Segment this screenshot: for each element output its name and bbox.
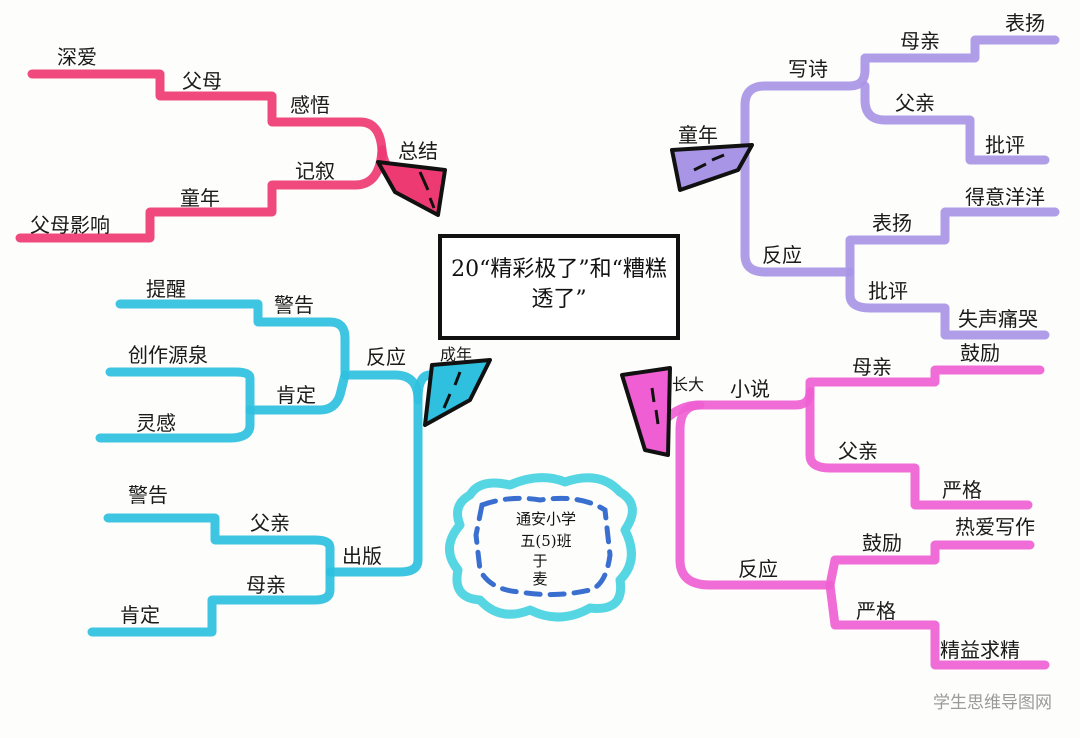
pink-reaction-label: 反应 xyxy=(738,557,778,581)
central-title-line-2: 透了” xyxy=(531,287,586,312)
author-class: 五(5)班 xyxy=(520,532,571,550)
red-narrate-label: 记叙 xyxy=(295,159,335,183)
purple-father-label: 父亲 xyxy=(895,91,935,115)
red-summary-label: 感悟 xyxy=(290,93,330,117)
blue-warning-child: 提醒 xyxy=(146,277,186,301)
purple-branch-line xyxy=(740,35,1060,153)
author-name-1: 于 xyxy=(532,552,547,570)
red-hub-flag-dashes xyxy=(418,171,436,209)
purple-father-reaction: 批评 xyxy=(985,133,1025,157)
pink-father-label: 父亲 xyxy=(838,439,878,463)
blue-father-child: 警告 xyxy=(128,483,168,507)
author-cloud-dashed-outline xyxy=(473,495,613,598)
blue-affirm-child-2: 灵感 xyxy=(136,411,176,435)
blue-hub-label: 成年 xyxy=(440,345,472,364)
blue-hub-flag xyxy=(423,358,492,427)
purple-branch-line xyxy=(845,267,1050,340)
red-summary-child-2: 父母 xyxy=(182,69,222,93)
central-topic-box xyxy=(438,234,680,340)
pink-branch-line xyxy=(805,387,1033,510)
author-cloud: 通安小学 五(5)班 于 麦 xyxy=(445,473,637,622)
blue-affirm-label: 肯定 xyxy=(276,383,316,407)
blue-branch-line xyxy=(325,370,435,577)
purple-hub-flag-dashes xyxy=(693,153,725,172)
purple-mother-label: 母亲 xyxy=(900,29,940,53)
purple-hub-label: 童年 xyxy=(678,123,718,147)
blue-mother-child: 肯定 xyxy=(120,603,160,627)
blue-affirm-child-1: 创作源泉 xyxy=(128,343,208,367)
central-title-line-1: 20“精彩极了”和“糟糕 xyxy=(451,257,667,282)
pink-encourage-result: 热爱写作 xyxy=(955,515,1035,539)
pink-encourage-label: 鼓励 xyxy=(862,531,902,555)
pink-novel-label: 小说 xyxy=(730,377,770,401)
pink-hub-flag xyxy=(620,366,672,457)
pink-branch: 长大 小说 母亲 鼓励 父亲 严格 反应 鼓励 热爱写作 严格 精益求精 xyxy=(620,341,1050,670)
blue-branch-line xyxy=(115,299,423,405)
pink-father-reaction: 严格 xyxy=(942,478,982,502)
red-narrate-child-2: 父母影响 xyxy=(30,213,110,237)
blue-warning-label: 警告 xyxy=(274,293,314,317)
purple-branch-line xyxy=(740,143,1060,277)
blue-branch: 成年 反应 警告 提醒 肯定 创作源泉 灵感 出版 父亲 警告 母亲 肯定 xyxy=(87,277,492,637)
red-branch: 总结 感悟 深爱 父母 记叙 童年 父母影响 xyxy=(15,45,447,243)
blue-branch-line xyxy=(95,405,255,443)
pink-strict-result: 精益求精 xyxy=(940,638,1020,662)
pink-branch-line xyxy=(825,580,1050,670)
purple-reaction-label: 反应 xyxy=(762,243,802,267)
blue-father-label: 父亲 xyxy=(250,511,290,535)
purple-praise-label: 表扬 xyxy=(872,211,912,235)
pink-hub-label: 长大 xyxy=(672,375,704,394)
purple-praise-result: 得意洋洋 xyxy=(965,185,1045,209)
red-hub-label: 总结 xyxy=(398,139,438,163)
pink-mother-reaction: 鼓励 xyxy=(960,341,1000,365)
pink-mother-label: 母亲 xyxy=(852,355,892,379)
pink-hub-flag-dashes xyxy=(650,387,660,425)
blue-mother-label: 母亲 xyxy=(246,573,286,597)
purple-hub-flag xyxy=(670,143,754,192)
blue-publish-label: 出版 xyxy=(342,544,382,568)
author-school: 通安小学 xyxy=(516,510,576,528)
purple-criticism-label: 批评 xyxy=(868,279,908,303)
purple-branch: 童年 写诗 母亲 表扬 父亲 批评 反应 表扬 得意洋洋 批评 失声痛哭 xyxy=(670,11,1060,340)
central-topic: 20“精彩极了”和“糟糕 透了” xyxy=(438,234,680,340)
blue-hub-flag-dashes xyxy=(442,371,462,409)
purple-mother-reaction: 表扬 xyxy=(1005,11,1045,35)
blue-branch-line xyxy=(103,513,335,577)
purple-branch-line xyxy=(860,81,1050,165)
red-summary-child-1: 深爱 xyxy=(57,45,97,69)
author-name-2: 麦 xyxy=(532,570,547,588)
purple-criticism-result: 失声痛哭 xyxy=(958,307,1038,331)
blue-reaction-label: 反应 xyxy=(366,345,406,369)
author-cloud-outline xyxy=(445,473,637,622)
site-watermark: 学生思维导图网 xyxy=(933,693,1052,713)
red-narrate-child-1: 童年 xyxy=(180,186,220,210)
pink-strict-label: 严格 xyxy=(856,599,896,623)
pink-branch-line xyxy=(675,400,1035,590)
red-hub-flag xyxy=(376,160,447,217)
purple-poem-label: 写诗 xyxy=(788,57,828,81)
blue-branch-line xyxy=(87,567,335,637)
